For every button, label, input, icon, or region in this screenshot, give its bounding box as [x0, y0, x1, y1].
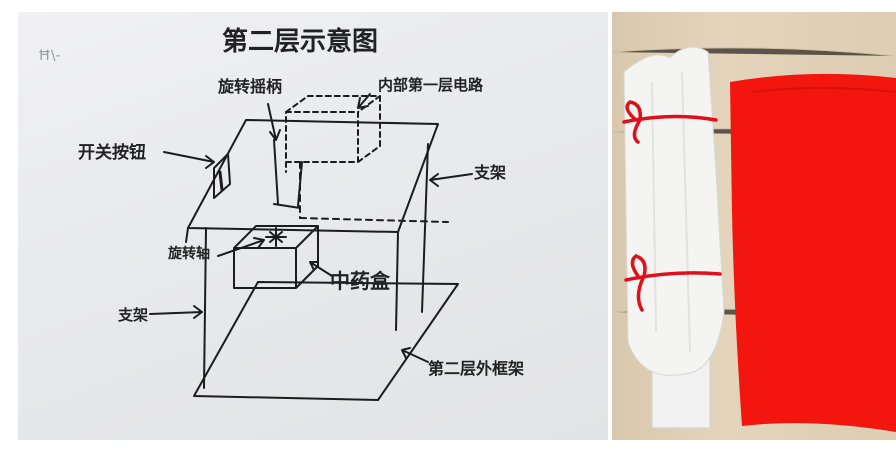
support-right [421, 143, 429, 313]
string-bottom [624, 271, 722, 282]
label-outer-frame: 第二层外框架 [428, 359, 524, 378]
arrow-handle [267, 103, 281, 141]
bottom-frame [193, 281, 459, 401]
label-switch-button: 开关按钮 [78, 142, 146, 163]
photo-panel [612, 12, 896, 440]
dashed-edge [299, 217, 449, 223]
white-cloth [623, 46, 725, 376]
label-bracket-right: 支架 [473, 163, 506, 182]
support-right-2 [395, 231, 399, 331]
arrow-axis [217, 237, 265, 257]
label-rotate-axis: 旋转轴 [167, 245, 210, 262]
label-bracket-left: 支架 [117, 306, 148, 324]
label-middle-box: 中药盒 [330, 269, 391, 293]
arrow-switch [163, 151, 215, 169]
inner-circuit-box [285, 95, 381, 173]
red-cloth [730, 73, 896, 432]
arrow-outer-frame [401, 347, 429, 363]
sketch-drawing: Ħ\- 第二层示意图 旋转摇柄 内部第一层电路 开关按钮 支架 旋转轴 中药盒 … [38, 26, 524, 401]
label-inner-circuit: 内部第一层电路 [378, 76, 484, 94]
support-left-inner [185, 227, 189, 243]
arrow-circuit [357, 93, 371, 109]
label-rotate-handle: 旋转摇柄 [217, 77, 282, 96]
arrow-middle-box [309, 261, 333, 277]
arrow-bracket-right [429, 173, 473, 187]
support-left [203, 227, 207, 389]
photo-drawing [612, 46, 896, 432]
sketch-title: 第二层示意图 [222, 26, 378, 57]
sketch-panel: Ħ\- 第二层示意图 旋转摇柄 内部第一层电路 开关按钮 支架 旋转轴 中药盒 … [18, 12, 608, 440]
arrow-bracket-left [149, 305, 203, 319]
rotate-handle [273, 139, 303, 209]
faint-doodle: Ħ\- [38, 48, 61, 64]
axis-star [265, 227, 287, 247]
switch-button [213, 153, 231, 199]
top-plate [187, 119, 439, 233]
